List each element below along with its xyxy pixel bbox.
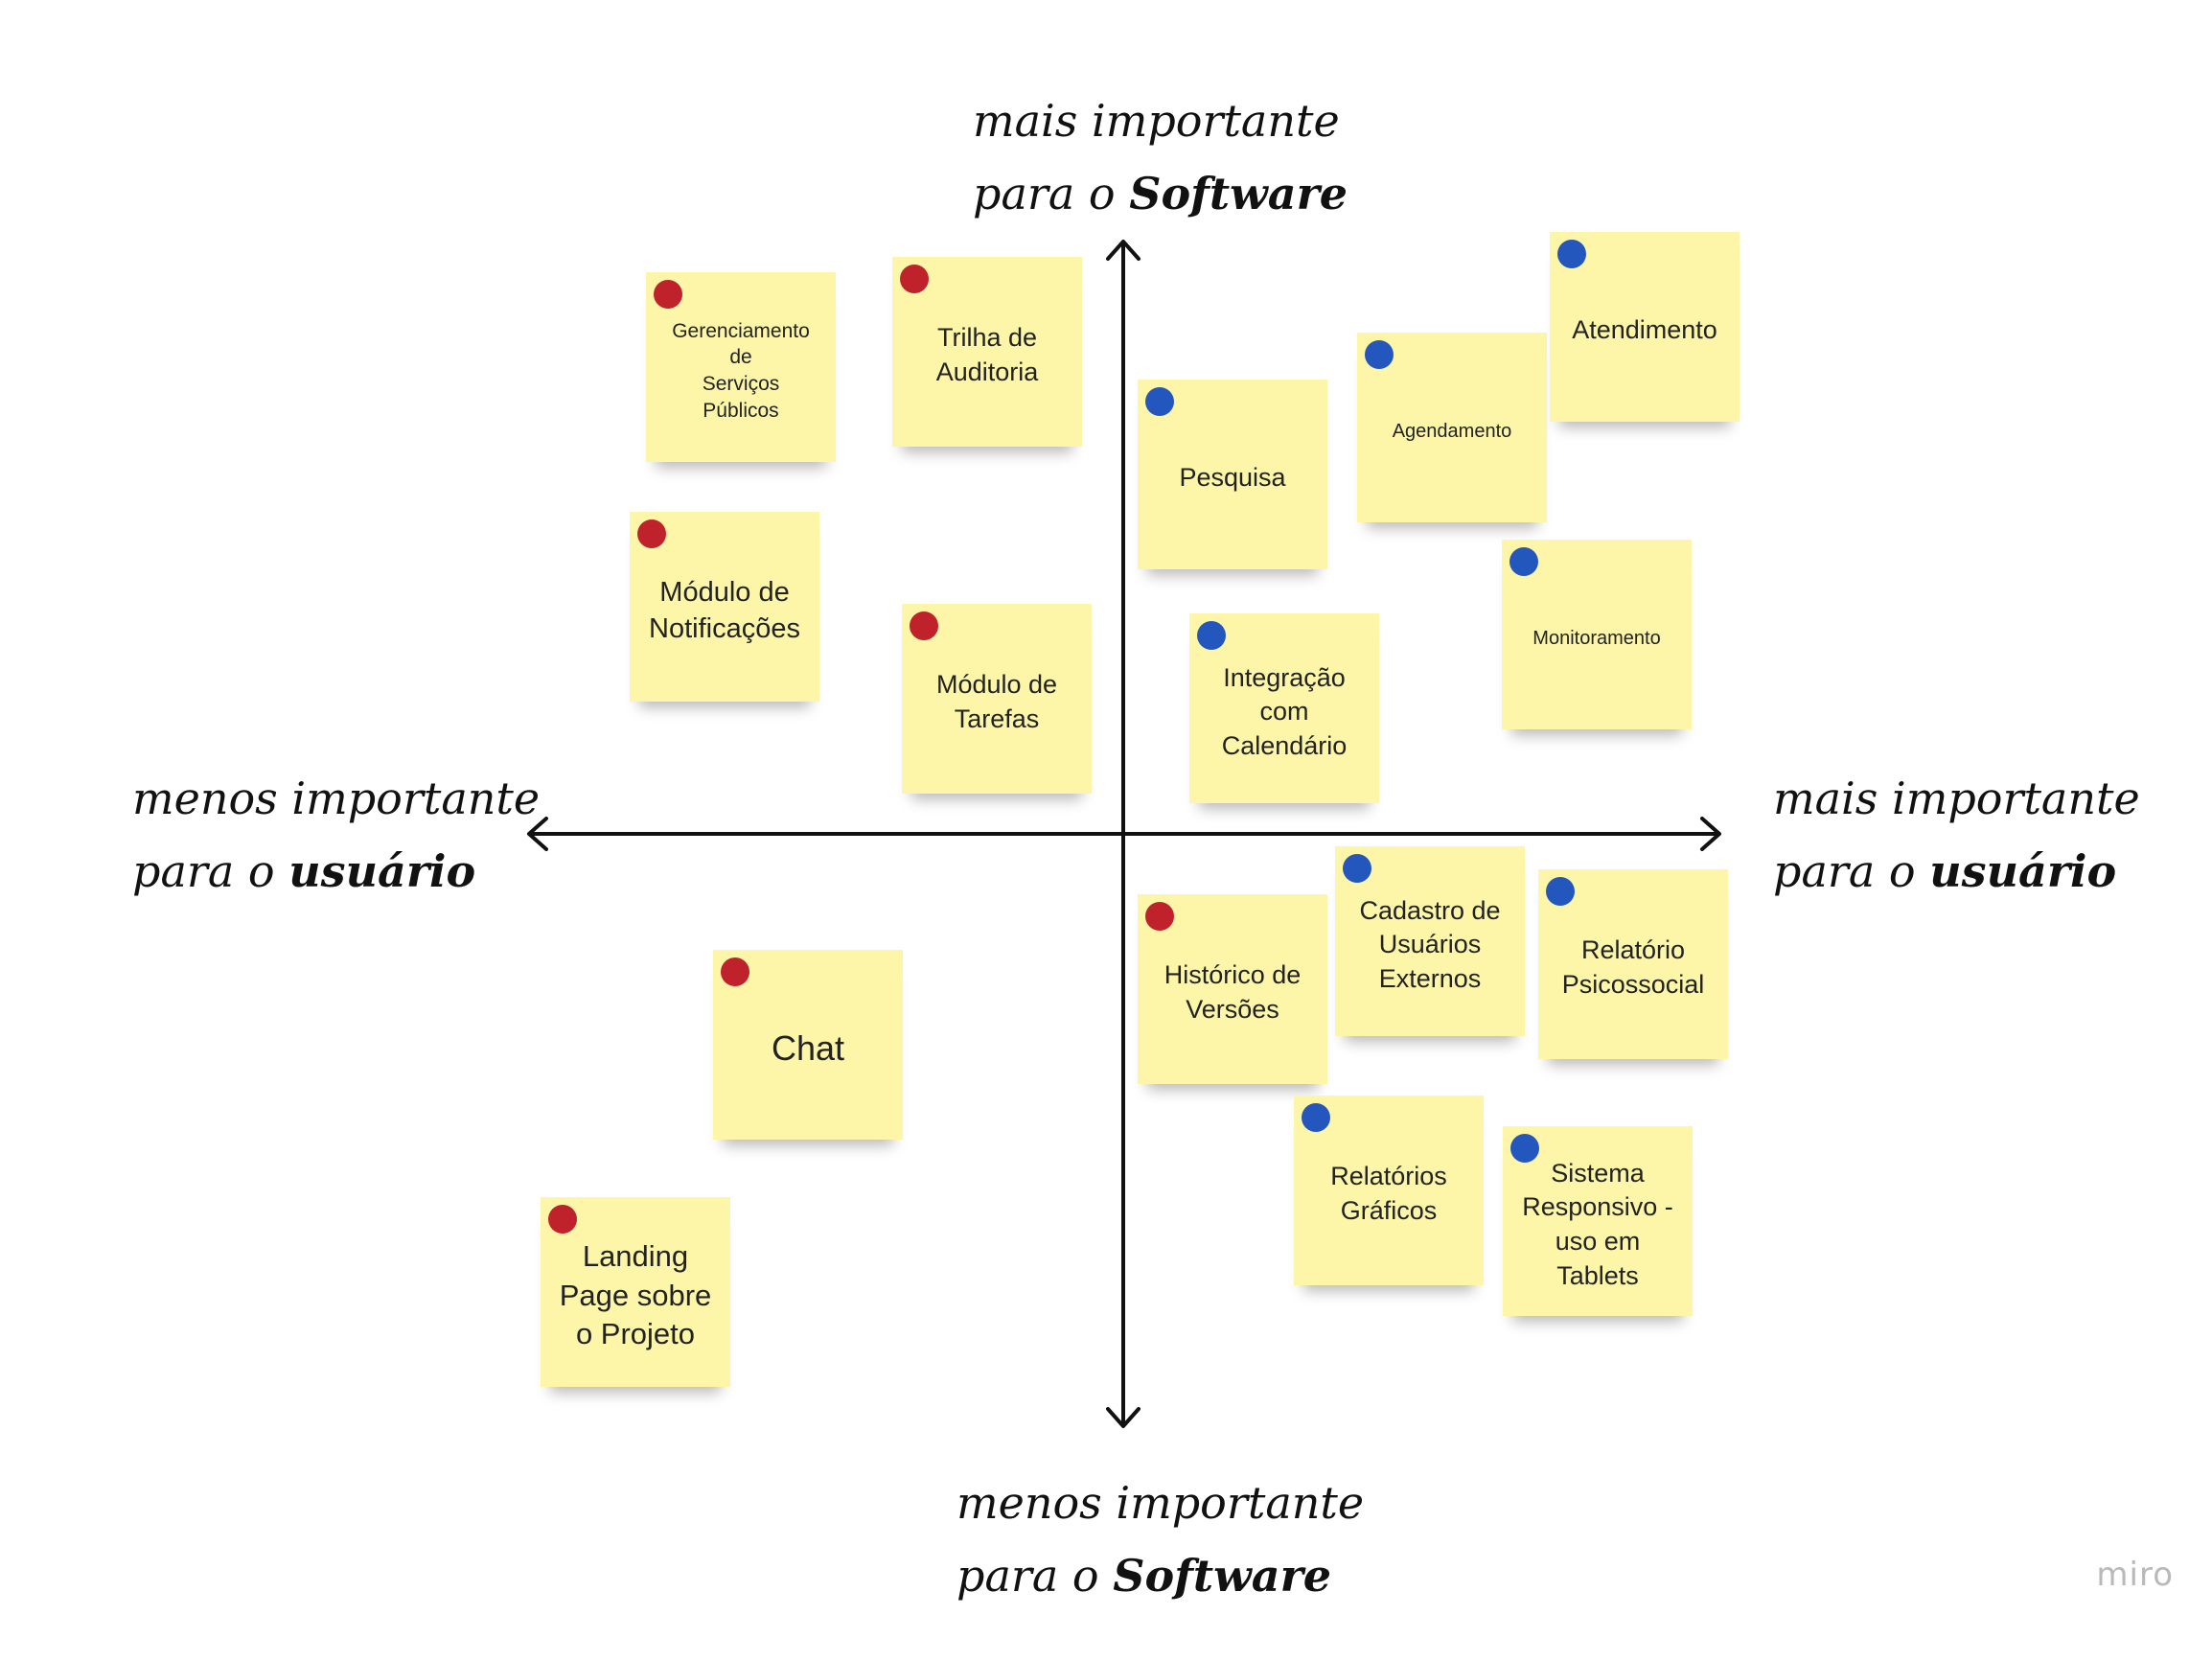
priority-dot-blue xyxy=(1509,547,1538,576)
priority-dot-blue xyxy=(1197,621,1226,650)
left-arrowhead xyxy=(527,817,548,851)
priority-dot-blue xyxy=(1365,340,1394,369)
sticky-note[interactable]: Cadastro de Usuários Externos xyxy=(1335,846,1525,1036)
priority-dot-blue xyxy=(1557,240,1586,268)
sticky-note[interactable]: Sistema Responsivo - uso em Tablets xyxy=(1503,1126,1693,1316)
left-axis-label: menos importante para o usuário xyxy=(132,773,541,897)
miro-logo: miro xyxy=(2096,1556,2174,1594)
priority-dot-blue xyxy=(1302,1103,1330,1132)
sticky-note[interactable]: Landing Page sobre o Projeto xyxy=(541,1197,730,1387)
sticky-note[interactable]: Pesquisa xyxy=(1138,380,1327,569)
sticky-note[interactable]: Atendimento xyxy=(1550,232,1740,422)
priority-dot-blue xyxy=(1145,387,1174,416)
priority-dot-red xyxy=(654,280,682,309)
priority-dot-red xyxy=(721,957,749,986)
right-axis-label: mais importante para o usuário xyxy=(1773,773,2140,897)
priority-dot-red xyxy=(637,519,666,548)
priority-dot-red xyxy=(1145,902,1174,931)
top-arrowhead xyxy=(1106,240,1141,261)
sticky-note[interactable]: Chat xyxy=(713,950,903,1140)
sticky-note[interactable]: Integração com Calendário xyxy=(1189,613,1379,803)
priority-dot-red xyxy=(910,611,938,640)
sticky-note[interactable]: Histórico de Versões xyxy=(1138,894,1327,1084)
sticky-note[interactable]: Módulo de Tarefas xyxy=(902,604,1092,794)
right-arrowhead xyxy=(1700,817,1721,851)
sticky-note[interactable]: Módulo de Notificações xyxy=(630,512,819,702)
bottom-arrowhead xyxy=(1106,1407,1141,1428)
sticky-note[interactable]: Trilha de Auditoria xyxy=(892,257,1082,447)
sticky-note[interactable]: Agendamento xyxy=(1357,333,1547,522)
priority-dot-red xyxy=(900,265,929,293)
sticky-note[interactable]: Relatório Psicossocial xyxy=(1538,869,1728,1059)
priority-dot-blue xyxy=(1546,877,1575,906)
priority-dot-blue xyxy=(1343,854,1371,883)
priority-dot-blue xyxy=(1510,1134,1539,1163)
sticky-note[interactable]: Gerenciamento de Serviços Públicos xyxy=(646,272,836,462)
bottom-axis-label: menos importante para o Software xyxy=(956,1477,1365,1602)
top-axis-label: mais importante para o Software xyxy=(973,95,1348,219)
sticky-note[interactable]: Relatórios Gráficos xyxy=(1294,1096,1484,1285)
sticky-note[interactable]: Monitoramento xyxy=(1502,540,1692,729)
priority-dot-red xyxy=(548,1205,577,1234)
